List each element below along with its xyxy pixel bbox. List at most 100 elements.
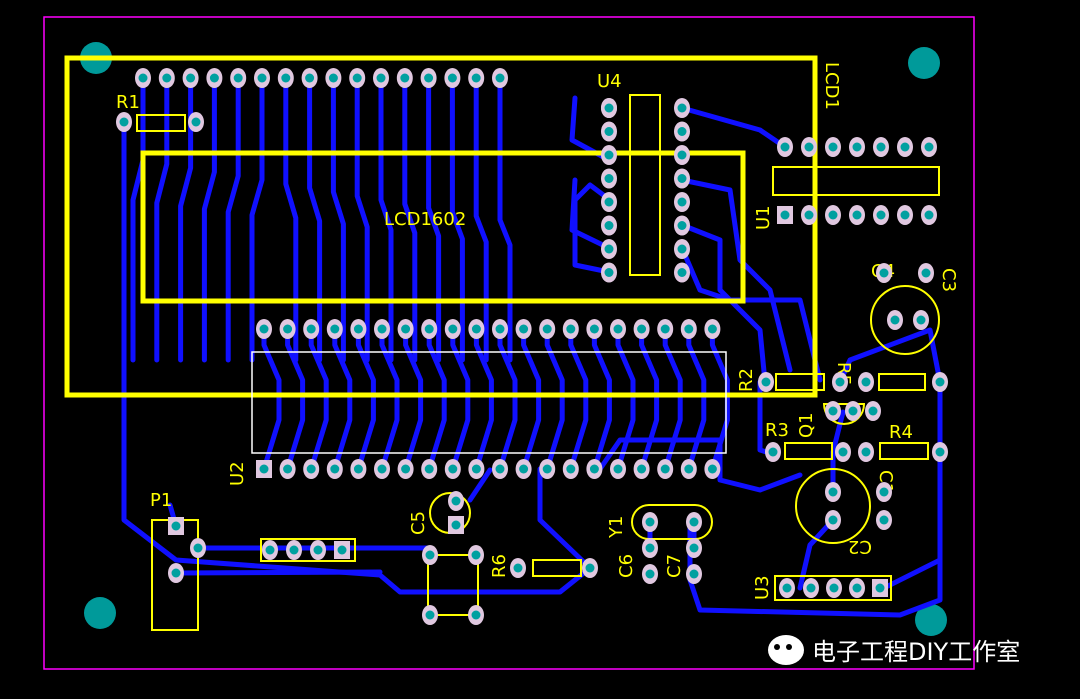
trace <box>709 326 730 472</box>
label-u1: U1 <box>753 205 774 230</box>
pad <box>803 578 819 598</box>
trace <box>154 75 170 363</box>
trace <box>467 467 493 503</box>
trace <box>568 326 589 472</box>
pad <box>601 168 617 189</box>
label-c6: C6 <box>616 554 637 578</box>
trace <box>662 326 683 472</box>
pad <box>704 319 721 339</box>
r2-body <box>775 373 825 391</box>
pad <box>279 319 296 339</box>
pad <box>349 68 366 88</box>
trace <box>597 437 803 493</box>
pad <box>601 121 617 142</box>
pad <box>468 605 484 625</box>
pad <box>674 215 690 236</box>
pad <box>932 372 948 392</box>
label-u4: U4 <box>597 71 622 92</box>
label-c7: C7 <box>664 554 685 578</box>
pad <box>444 319 461 339</box>
trace <box>121 119 593 595</box>
label-c3: C3 <box>938 268 959 292</box>
pad <box>373 68 389 88</box>
pad <box>334 541 350 559</box>
r1-body <box>136 114 186 132</box>
pad <box>397 459 414 479</box>
pad <box>256 319 272 339</box>
trace <box>569 177 612 251</box>
header-outline <box>260 538 356 562</box>
silkscreen: LCD1 LCD1602 U4 R1 U1 C4 C3 R2 R5 R3 Q1 … <box>64 55 959 631</box>
watermark: 电子工程DIY工作室 <box>768 632 1020 667</box>
pad <box>468 68 485 88</box>
label-c5: C5 <box>408 511 429 535</box>
pad <box>303 319 320 339</box>
pad <box>825 510 841 530</box>
pad <box>876 263 892 283</box>
pad <box>168 563 184 583</box>
pad <box>913 310 929 330</box>
pad <box>303 459 320 479</box>
label-c2: C2 <box>848 536 872 557</box>
watermark-text: 电子工程DIY工作室 <box>812 638 1021 666</box>
pads <box>116 68 948 625</box>
pad <box>374 319 390 339</box>
pad <box>182 68 199 88</box>
pad <box>674 262 690 283</box>
pad <box>444 459 461 479</box>
pad <box>256 460 272 478</box>
pad <box>492 68 508 88</box>
c2-outline <box>795 468 871 544</box>
pad <box>918 263 934 283</box>
pad <box>777 137 793 157</box>
pad <box>686 564 702 584</box>
mount-holes <box>80 42 947 636</box>
board-outline <box>43 16 975 670</box>
u1-outline <box>772 166 940 196</box>
pad <box>858 442 874 462</box>
pad <box>674 121 690 142</box>
pad <box>190 538 206 558</box>
trace <box>332 326 353 472</box>
trace <box>285 326 306 472</box>
trace <box>497 75 513 363</box>
u3-outline <box>774 575 892 601</box>
trace <box>686 326 707 472</box>
pad <box>897 205 913 225</box>
trace <box>679 177 793 373</box>
pad <box>279 459 296 479</box>
pad <box>286 540 302 560</box>
trace <box>249 75 265 363</box>
pad <box>758 372 774 392</box>
pad <box>873 205 889 225</box>
trace <box>130 75 146 363</box>
pad <box>825 482 841 502</box>
pad <box>350 319 367 339</box>
pad <box>350 459 367 479</box>
wechat-icon <box>768 634 804 665</box>
pad <box>779 578 795 598</box>
pad <box>420 68 437 88</box>
trace <box>521 326 542 472</box>
trace <box>378 75 394 363</box>
pad <box>601 262 617 283</box>
pad <box>586 319 603 339</box>
pad <box>801 205 817 225</box>
pad <box>849 205 865 225</box>
trace <box>402 75 418 363</box>
pad <box>680 459 697 479</box>
pad <box>301 68 318 88</box>
pad <box>539 459 556 479</box>
pad <box>135 68 151 88</box>
trace <box>639 326 660 472</box>
pad <box>633 319 650 339</box>
pad <box>610 459 626 479</box>
pad <box>310 540 326 560</box>
mount-hole <box>908 47 940 79</box>
pad <box>887 310 903 330</box>
c3-outline <box>870 285 940 355</box>
pad <box>188 112 204 132</box>
trace <box>450 326 471 472</box>
